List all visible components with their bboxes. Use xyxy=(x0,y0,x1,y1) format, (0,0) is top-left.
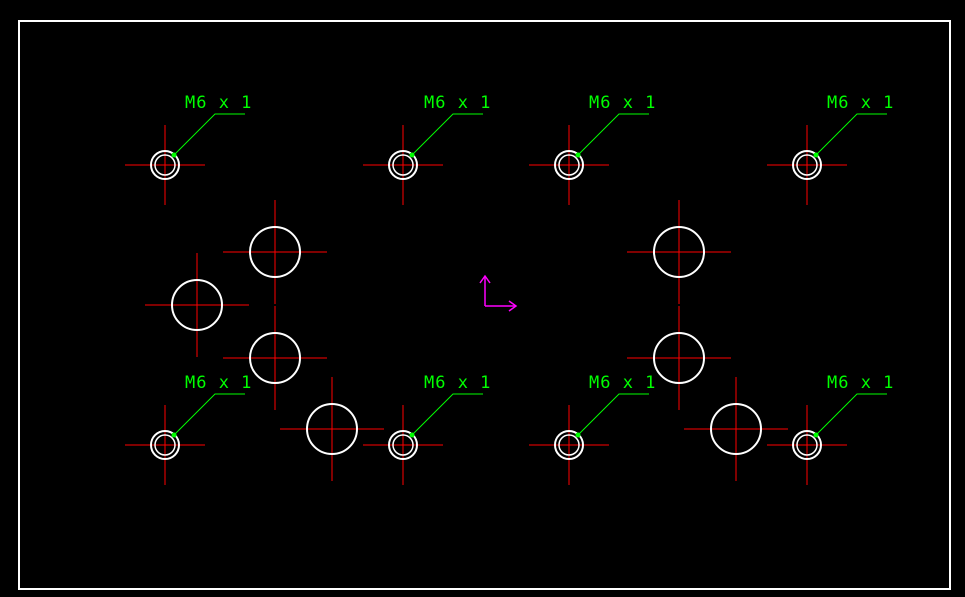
thread-callout-label: M6 x 1 xyxy=(424,93,491,113)
ucs-axis-icon xyxy=(479,274,518,312)
thread-callout[interactable]: M6 x 1 xyxy=(813,93,895,158)
thread-callout[interactable]: M6 x 1 xyxy=(575,373,657,438)
tapped-hole[interactable] xyxy=(363,405,443,485)
thread-callout[interactable]: M6 x 1 xyxy=(409,93,492,158)
tapped-hole[interactable] xyxy=(767,125,847,205)
large-hole[interactable] xyxy=(627,306,731,410)
large-hole[interactable] xyxy=(223,306,327,410)
thread-callout-label: M6 x 1 xyxy=(185,93,252,113)
thread-callout-label: M6 x 1 xyxy=(827,373,894,393)
large-hole[interactable] xyxy=(684,377,788,481)
tapped-hole[interactable] xyxy=(529,125,609,205)
large-hole[interactable] xyxy=(223,200,327,304)
thread-callout[interactable]: M6 x 1 xyxy=(409,373,492,438)
tapped-hole[interactable] xyxy=(125,405,205,485)
large-hole[interactable] xyxy=(280,377,384,481)
thread-callout-label: M6 x 1 xyxy=(424,373,491,393)
thread-callout[interactable]: M6 x 1 xyxy=(813,373,895,438)
thread-callout-label: M6 x 1 xyxy=(589,373,656,393)
tapped-hole[interactable] xyxy=(363,125,443,205)
thread-callout-label: M6 x 1 xyxy=(827,93,894,113)
large-hole[interactable] xyxy=(627,200,731,304)
thread-callout[interactable]: M6 x 1 xyxy=(171,373,253,438)
thread-callout-label: M6 x 1 xyxy=(589,93,656,113)
tapped-hole[interactable] xyxy=(529,405,609,485)
large-hole[interactable] xyxy=(145,253,249,357)
sheet-border xyxy=(18,20,951,590)
thread-callout[interactable]: M6 x 1 xyxy=(575,93,657,158)
thread-callout[interactable]: M6 x 1 xyxy=(171,93,253,158)
tapped-hole[interactable] xyxy=(125,125,205,205)
tapped-hole[interactable] xyxy=(767,405,847,485)
thread-callout-label: M6 x 1 xyxy=(185,373,252,393)
